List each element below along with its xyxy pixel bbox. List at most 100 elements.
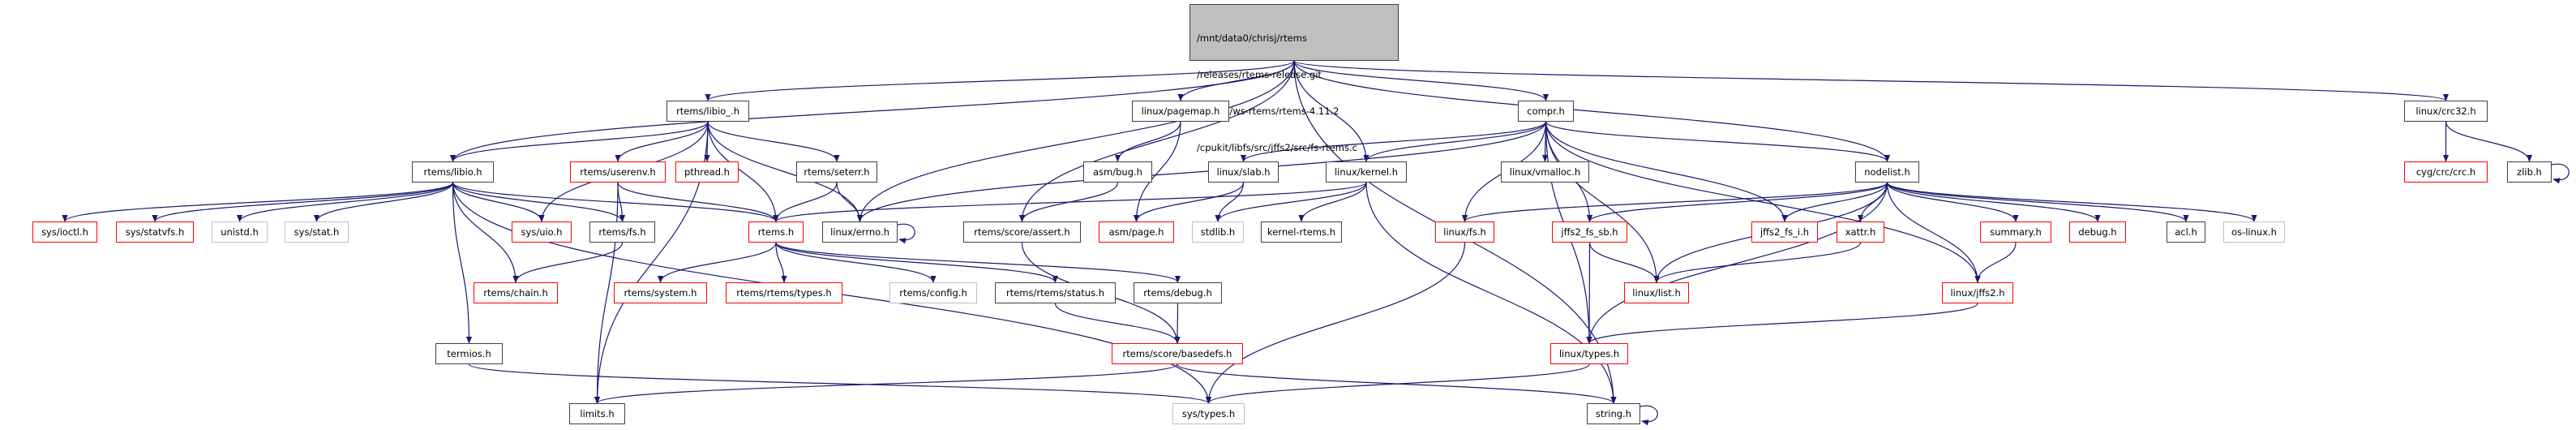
node-summary-h: summary.h xyxy=(1980,221,2051,243)
edge-root-to-assert xyxy=(1018,60,1295,222)
edge-fssb-to-list xyxy=(1588,242,1660,283)
edge-nodelist-to-fssb xyxy=(1587,182,1888,222)
edge-status-to-basedefs xyxy=(1054,303,1181,344)
edge-nodelist-to-summary xyxy=(1886,182,2019,222)
edge-root-to-errno xyxy=(856,60,1295,222)
edge-crc32-to-zlib xyxy=(2445,121,2533,162)
node-asm-bug-h[interactable]: asm/bug.h xyxy=(1083,161,1152,183)
node-kernel-rtems-h[interactable]: kernel-rtems.h xyxy=(1261,221,1342,243)
node-rtems-config-h: rtems/config.h xyxy=(889,282,977,303)
node-linux-errno-h[interactable]: linux/errno.h xyxy=(822,221,898,243)
edge-libio-to-chain xyxy=(452,182,519,283)
node-string-h[interactable]: string.h xyxy=(1587,403,1640,424)
node-os-linux-h: os-linux.h xyxy=(2223,221,2285,243)
edge-libio-to-fs xyxy=(452,182,626,222)
edge-compr-to-slab xyxy=(1241,121,1547,162)
root-file-path-line: /4.11.2/ws-rtems/rtems-4.11.2 xyxy=(1197,105,1339,117)
node-rtems-userenv-h: rtems/userenv.h xyxy=(570,161,666,183)
node-rtems-rtems-status-h[interactable]: rtems/rtems/status.h xyxy=(995,282,1116,303)
edge-libio--to-errno xyxy=(707,121,864,222)
node-stdlib-h: stdlib.h xyxy=(1192,221,1244,243)
edge-rtemsh-to-rdebug xyxy=(775,242,1181,283)
edge-nodelist-to-ltypes xyxy=(1586,182,1888,344)
node-linux-jffs2-h: linux/jffs2.h xyxy=(1942,282,2013,303)
node-sys-stat-h: sys/stat.h xyxy=(285,221,349,243)
edge-pagemap-to-asmbug xyxy=(1114,121,1181,162)
node-jffs2-fs-sb-h: jffs2_fs_sb.h xyxy=(1552,221,1627,243)
edge-libio-to-unistd xyxy=(236,182,454,222)
root-file-path-line: /releases/rtems-release.git xyxy=(1197,69,1322,80)
node-rtems-libio-h[interactable]: rtems/libio.h xyxy=(412,161,494,183)
edge-root-to-crc32 xyxy=(1293,60,2449,101)
node-rtems-score-basedefs-h: rtems/score/basedefs.h xyxy=(1112,343,1243,364)
edge-nodelist-to-fsi xyxy=(1781,182,1888,222)
edge-root-to-nodelist xyxy=(1293,60,1891,162)
edge-libio-to-ioctl xyxy=(62,182,454,222)
node-rtems-seterr-h[interactable]: rtems/seterr.h xyxy=(796,161,877,183)
edge-string-to-string xyxy=(1639,405,1658,426)
edge-rtemsh-to-system xyxy=(657,242,777,283)
edge-ltypes-to-systypes xyxy=(1206,363,1590,404)
node-linux-list-h: linux/list.h xyxy=(1624,282,1689,303)
node-unistd-h: unistd.h xyxy=(212,221,268,243)
node-linux-slab-h[interactable]: linux/slab.h xyxy=(1208,161,1279,183)
edge-root-to-compr xyxy=(1293,60,1549,101)
node-sys-statvfs-h: sys/statvfs.h xyxy=(116,221,194,243)
node-sys-uio-h: sys/uio.h xyxy=(512,221,572,243)
edge-compr-to-list xyxy=(1545,121,1660,283)
edge-linuxfs-to-systypes xyxy=(1205,242,1466,404)
node-sys-types-h: sys/types.h xyxy=(1172,403,1245,424)
node-termios-h[interactable]: termios.h xyxy=(435,343,503,364)
edge-nodelist-to-linuxfs xyxy=(1462,182,1888,222)
node-linux-vmalloc-h[interactable]: linux/vmalloc.h xyxy=(1501,161,1589,183)
node-compr-h[interactable]: compr.h xyxy=(1518,101,1574,122)
edge-seterr-to-errno xyxy=(836,182,864,222)
edge-libio-to-statvfs xyxy=(152,182,454,222)
node-zlib-h[interactable]: zlib.h xyxy=(2507,161,2552,183)
node-rtems-fs-h[interactable]: rtems/fs.h xyxy=(589,221,655,243)
edge-root-to-pagemap xyxy=(1177,60,1295,101)
node-sys-ioctl-h: sys/ioctl.h xyxy=(32,221,97,243)
edge-nodelist-to-acl xyxy=(1886,182,2189,222)
node-debug-h: debug.h xyxy=(2069,221,2126,243)
edge-nodelist-to-jffs2 xyxy=(1886,182,1981,283)
edge-libio-to-sysstat xyxy=(313,182,454,222)
node-linux-fs-h: linux/fs.h xyxy=(1435,221,1494,243)
root-file-node: /mnt/data0/chrisj/rtems /releases/rtems-… xyxy=(1189,4,1399,153)
edge-pagemap-to-asmpage xyxy=(1133,121,1181,222)
edge-xattr-to-list xyxy=(1653,242,1862,283)
edge-compr-to-nodelist xyxy=(1545,121,1890,162)
node-acl-h[interactable]: acl.h xyxy=(2167,221,2205,243)
edge-rtemsh-to-status xyxy=(775,242,1058,283)
edge-root-to-kernel xyxy=(1293,60,1369,162)
node-limits-h[interactable]: limits.h xyxy=(569,403,625,424)
edge-libio-to-rtemsh xyxy=(452,182,779,222)
edge-root-to-libio- xyxy=(705,60,1295,101)
edge-kernel-to-kernelrtems xyxy=(1298,182,1367,222)
edge-jffs2-to-ltypes xyxy=(1586,303,1978,344)
node-rtems-rtems-types-h: rtems/rtems/types.h xyxy=(726,282,842,303)
node-rtems-debug-h[interactable]: rtems/debug.h xyxy=(1134,282,1222,303)
edge-libio--to-rtemsh xyxy=(707,121,779,222)
edge-libio--to-seterr xyxy=(707,121,840,162)
node-linux-types-h: linux/types.h xyxy=(1550,343,1628,364)
node-linux-kernel-h[interactable]: linux/kernel.h xyxy=(1326,161,1407,183)
edge-fs-to-chain xyxy=(512,242,624,283)
edge-userenv-to-limits xyxy=(594,182,619,404)
node-pthread-h: pthread.h xyxy=(675,161,739,183)
edge-libio--to-userenv xyxy=(615,121,709,162)
node-xattr-h: xattr.h xyxy=(1837,221,1884,243)
node-nodelist-h[interactable]: nodelist.h xyxy=(1855,161,1919,183)
edge-rtemsh-to-rtypes xyxy=(775,242,787,283)
edge-compr-to-kernel xyxy=(1363,121,1547,162)
edge-libio-to-termios xyxy=(452,182,473,344)
node-rtems-score-assert-h[interactable]: rtems/score/assert.h xyxy=(963,221,1081,243)
edge-kernel-to-rtemsh xyxy=(773,182,1367,222)
edge-rtemsh-to-config xyxy=(775,242,937,283)
node-linux-pagemap-h[interactable]: linux/pagemap.h xyxy=(1132,101,1229,122)
node-rtems-libio_-h[interactable]: rtems/libio_.h xyxy=(667,101,749,122)
edge-libio--to-libio xyxy=(450,121,709,162)
node-linux-crc32-h[interactable]: linux/crc32.h xyxy=(2404,101,2488,122)
edge-zlib-to-zlib xyxy=(2551,163,2570,184)
